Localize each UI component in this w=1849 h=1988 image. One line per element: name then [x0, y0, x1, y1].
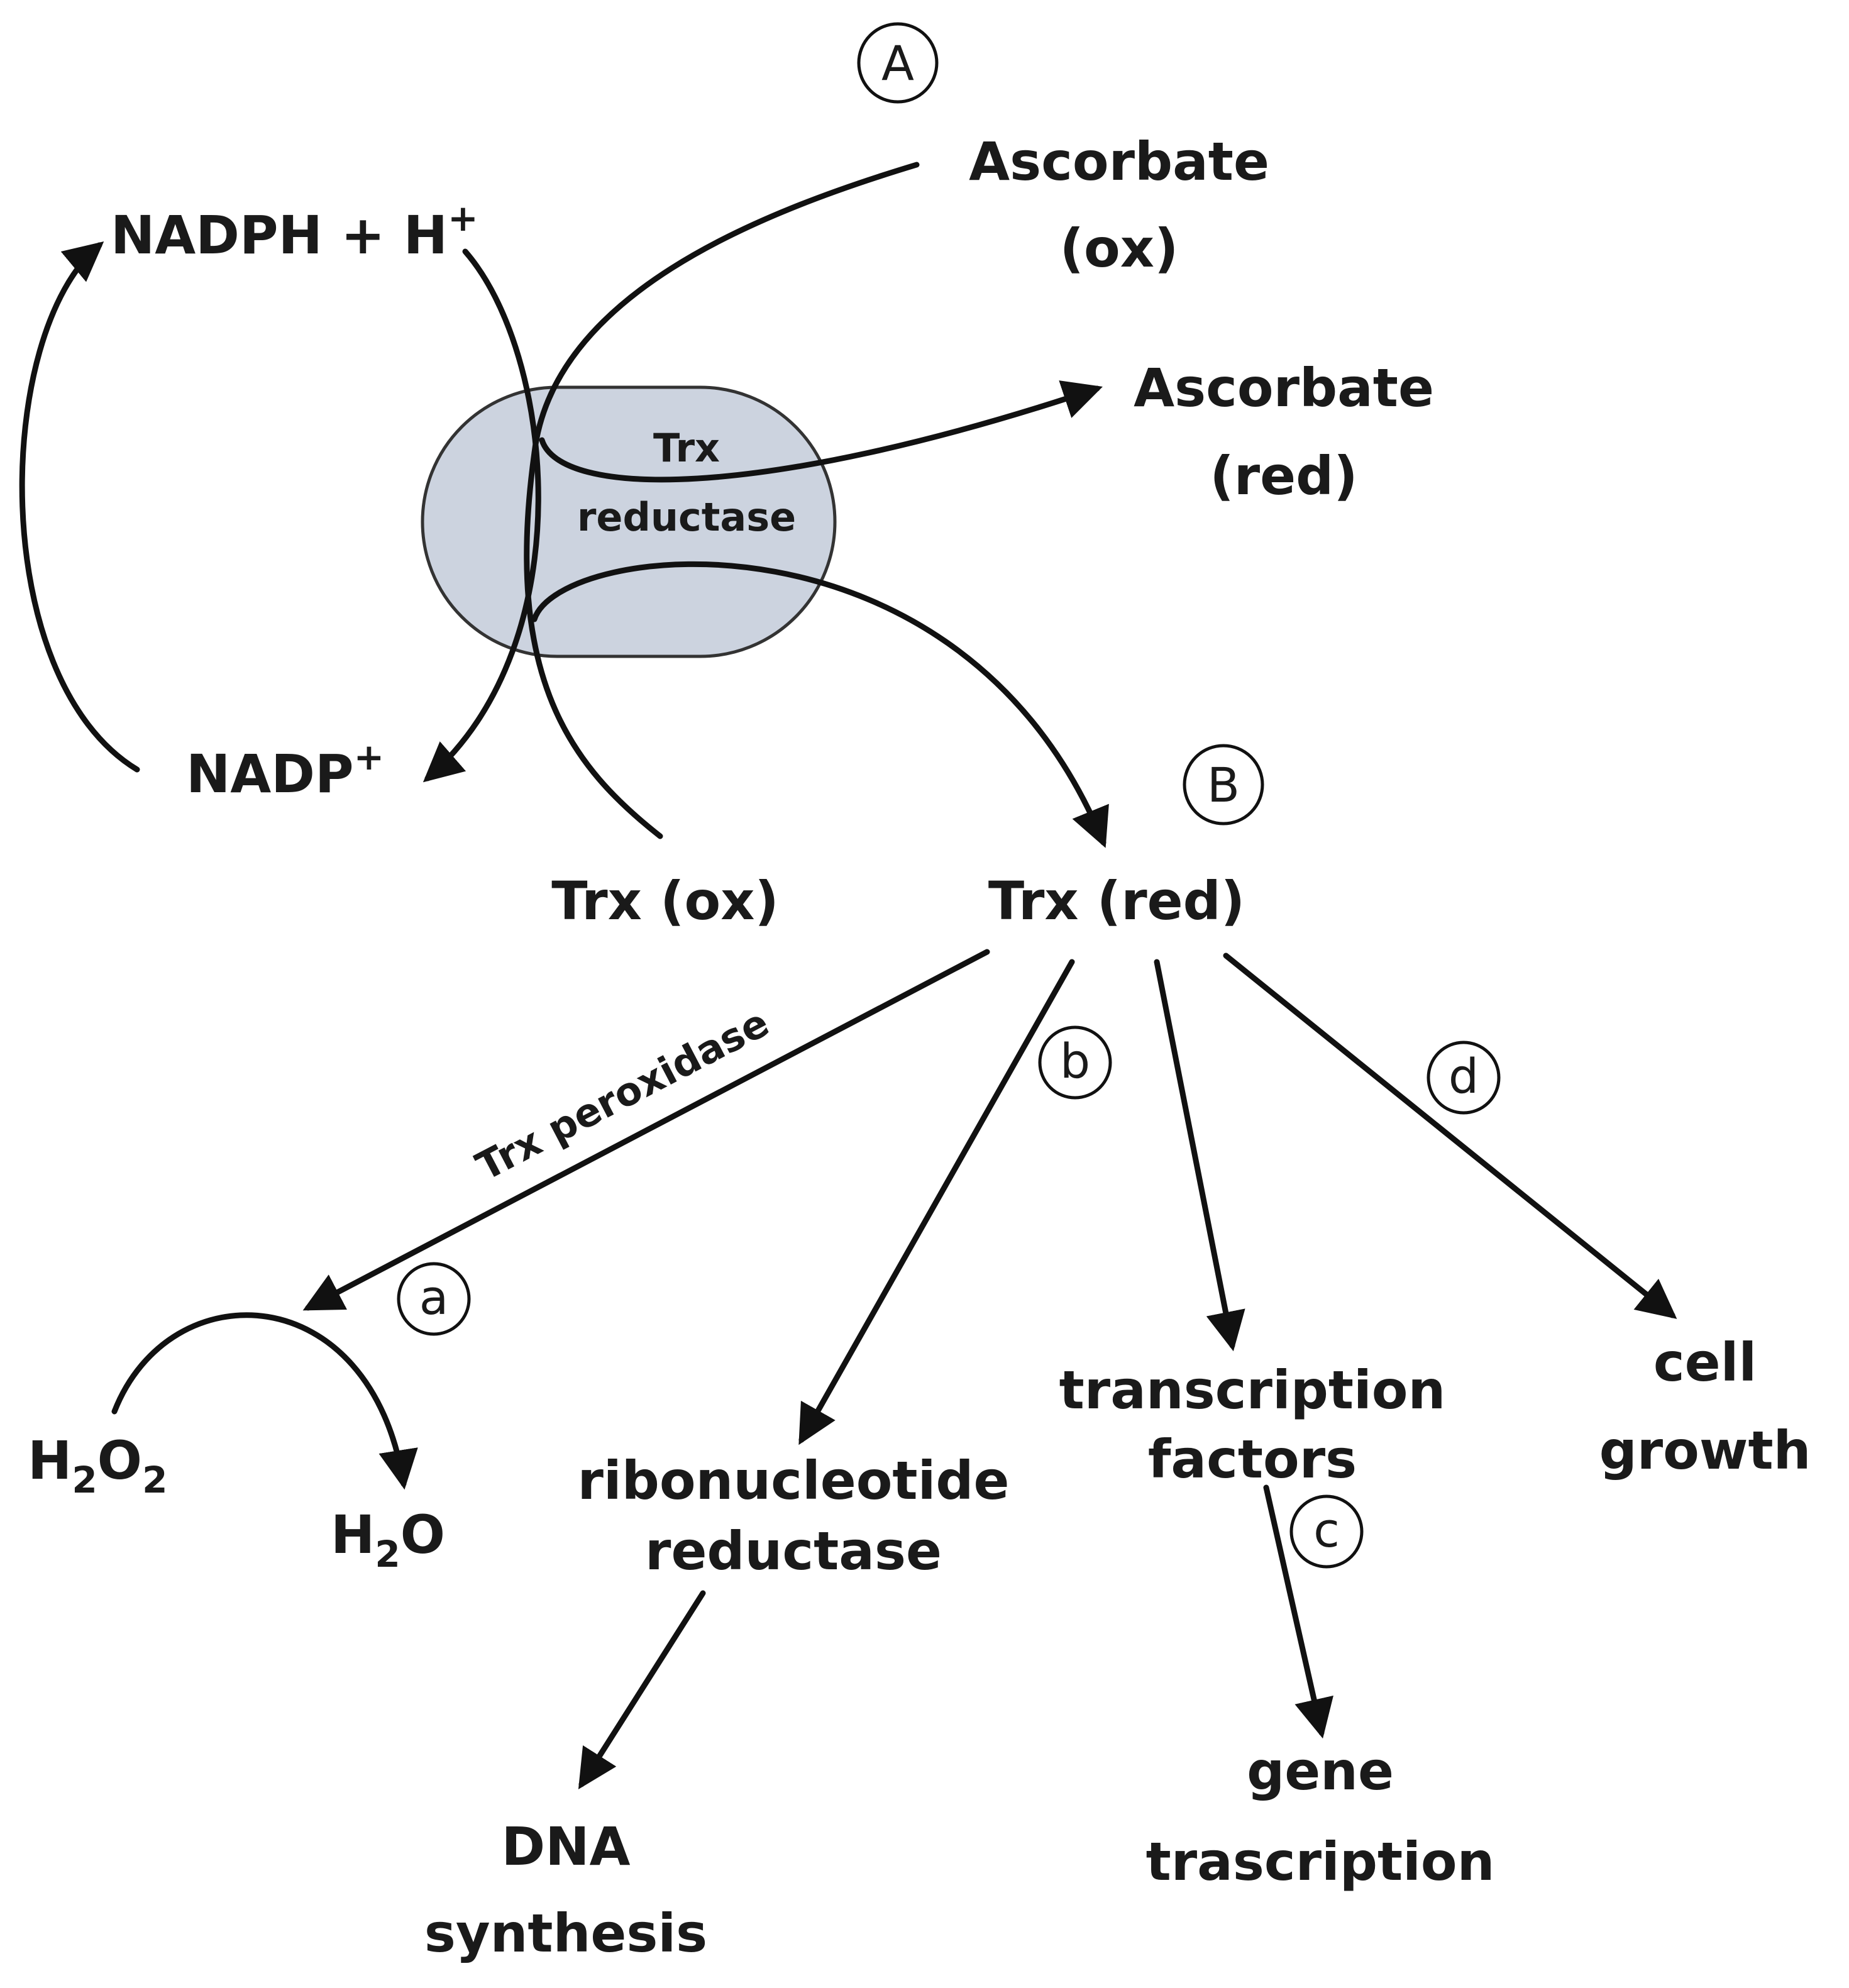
ascorbate-red-line2: (red)	[1210, 445, 1357, 507]
dna-synthesis-line2: synthesis	[424, 1902, 707, 1964]
trx-peroxidase-arrow	[302, 949, 990, 1311]
cell-growth-line2: growth	[1599, 1420, 1811, 1481]
transcription-factors-line2: factors	[1148, 1428, 1357, 1490]
gene-transcription-line1: gene	[1247, 1740, 1394, 1802]
h2o2-label: H2O2	[28, 1430, 167, 1501]
gene-transcription-line2: trascription	[1146, 1831, 1495, 1892]
marker-a-label: a	[419, 1269, 449, 1325]
to-transcription-factors-arrow	[1154, 959, 1245, 1352]
marker-A: A	[857, 22, 939, 104]
ribonucleotide-reductase-line2: reductase	[645, 1520, 942, 1582]
enzyme-label-line2: reductase	[577, 494, 796, 540]
ribonucleotide-reductase-line1: ribonucleotide	[578, 1450, 1010, 1511]
marker-d-label: d	[1449, 1048, 1479, 1104]
marker-c-label: c	[1313, 1502, 1340, 1558]
trx-ox-input-line	[524, 450, 663, 839]
h2o-label: H2O	[331, 1504, 445, 1576]
transcription-factors-line1: transcription	[1059, 1359, 1446, 1421]
ascorbate-red-line1: Ascorbate	[1134, 357, 1434, 419]
marker-b-label: b	[1060, 1033, 1090, 1089]
cell-growth-line1: cell	[1653, 1332, 1757, 1393]
marker-B: B	[1183, 744, 1264, 826]
to-gene-transcription-arrow	[1263, 1484, 1333, 1739]
marker-A-label: A	[881, 35, 914, 91]
nadp-label: NADP+	[186, 736, 384, 805]
to-trx-red-arrow	[531, 561, 1109, 848]
trx-red-label: Trx (red)	[988, 870, 1245, 932]
trx-ox-label: Trx (ox)	[551, 870, 779, 932]
ascorbate-ox-input-line	[531, 162, 920, 456]
nadph-label: NADPH + H+	[111, 197, 478, 266]
marker-c: c	[1289, 1494, 1364, 1569]
ascorbate-ox-line2: (ox)	[1060, 218, 1179, 279]
trx-peroxidase-label: Trx peroxidase	[469, 1000, 776, 1190]
to-ribonucleotide-reductase-arrow	[798, 959, 1075, 1445]
h2o2-to-h2o-arrow	[111, 1312, 418, 1490]
marker-B-label: B	[1207, 757, 1240, 813]
to-cell-growth-arrow	[1223, 953, 1677, 1319]
marker-b: b	[1038, 1025, 1112, 1100]
to-dna-synthesis-arrow	[578, 1590, 706, 1789]
nadph-to-nadp-arrow	[422, 248, 541, 783]
dna-synthesis-line1: DNA	[501, 1816, 630, 1877]
marker-d: d	[1427, 1041, 1501, 1115]
nadp-to-nadph-arrow	[19, 241, 140, 773]
enzyme-label-line1: Trx	[653, 425, 720, 471]
to-ascorbate-red-arrow	[539, 380, 1103, 483]
ascorbate-ox-line1: Ascorbate	[969, 131, 1269, 192]
marker-a: a	[397, 1262, 471, 1336]
